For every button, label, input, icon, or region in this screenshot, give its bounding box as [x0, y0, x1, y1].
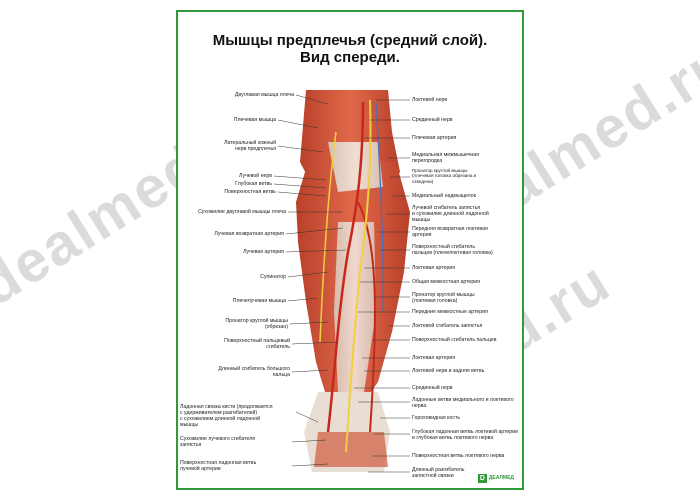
label-left-8: Лучевая артерия	[243, 249, 284, 255]
label-left-4: Глубокая ветвь	[235, 181, 272, 187]
publisher-logo: D ДЕАЛМЕД	[477, 474, 514, 483]
label-left-16: Поверхностная ладонная ветвь лучевой арт…	[180, 460, 257, 472]
label-left-10: Плечелучевая мышца	[232, 298, 286, 304]
nerve	[345, 99, 372, 453]
label-right-13: Локтевой сгибатель запястья	[412, 323, 483, 329]
logo-text: ДЕАЛМЕД	[488, 475, 514, 481]
label-left-11: Пронатор круглой мышцы (обрезан)	[225, 318, 288, 330]
label-left-12: Поверхностный пальцевый сгибатель	[224, 338, 290, 350]
label-left-15: Сухожилие лучевого сгибателя запястья	[180, 436, 256, 448]
nerve-branch	[319, 131, 337, 343]
label-right-22: Длинный разгибатель запястной связки	[412, 467, 465, 479]
logo-icon: D	[477, 474, 487, 483]
artery-branch	[357, 201, 376, 433]
label-right-9: Локтевая артерия	[412, 265, 456, 271]
forearm-illustration	[273, 90, 410, 473]
label-left-1: Плечевая мышца	[233, 117, 276, 123]
label-right-11: Пронатор круглой мышцы (локтевая головка…	[412, 292, 475, 304]
label-right-5: Медиальный надмыщелок	[412, 193, 476, 199]
label-right-21: Поверхностная ветвь локтевого нерва	[412, 453, 505, 459]
label-left-0: Двуглавая мышца плеча	[234, 92, 294, 98]
title-line-1: Мышцы предплечья (средний слой).	[212, 32, 488, 49]
leader-lines	[273, 94, 410, 473]
label-left-14: Ладонная связка кисти (продолжается с уд…	[180, 404, 273, 428]
label-left-13: Длинный сгибатель большого пальца	[218, 366, 290, 378]
label-right-17: Срединный нерв	[412, 385, 453, 391]
label-left-9: Супинатор	[260, 274, 286, 280]
label-right-7: Передняя возвратная локтевая артерия	[412, 226, 488, 238]
poster-title: Мышцы предплечья (средний слой). Вид спе…	[178, 32, 522, 66]
title-line-2: Вид спереди.	[300, 49, 400, 66]
label-right-8: Поверхностный сгибатель пальцев (плечело…	[412, 244, 493, 256]
artery	[326, 101, 365, 433]
label-right-12: Передние межкостные артерия	[412, 309, 488, 315]
label-right-15: Локтевая артерия	[412, 355, 456, 361]
label-right-14: Поверхностный сгибатель пальцев	[412, 337, 497, 343]
label-right-2: Плечевая артерия	[412, 135, 457, 141]
label-left-3: Лучевой нерв	[239, 173, 272, 179]
central-tendon	[334, 222, 376, 392]
wrist-muscle	[314, 432, 388, 467]
label-right-20: Глубокая ладонная ветвь локтевой артерии…	[412, 429, 518, 441]
label-left-7: Лучевая возвратная артерия	[214, 231, 284, 237]
label-right-19: Гороховидная кость	[412, 415, 461, 421]
label-right-0: Локтевой нерв	[412, 97, 448, 103]
label-right-4: Пронатор круглой мышцы (плечевая головка…	[412, 168, 477, 184]
label-right-18: Ладонные ветви медиального и локтевого н…	[412, 397, 514, 409]
label-right-6: Лучевой сгибатель запястья и сухожилие д…	[412, 205, 489, 223]
vein	[375, 101, 384, 313]
label-right-16: Локтевой нерв и задняя ветвь	[412, 368, 485, 374]
anatomy-poster: Мышцы предплечья (средний слой). Вид спе…	[176, 10, 524, 490]
label-right-1: Срединный нерв	[412, 117, 453, 123]
label-left-2: Латеральный кожный нерв предплечья	[224, 140, 276, 152]
label-right-10: Общая межкостная артерия	[412, 279, 480, 285]
label-left-6: Сухожилие двуглавой мышцы плеча	[198, 209, 286, 215]
label-left-5: Поверхностная ветвь	[224, 189, 276, 195]
label-right-3: Медиальная межмышечная перегородка	[412, 152, 479, 164]
